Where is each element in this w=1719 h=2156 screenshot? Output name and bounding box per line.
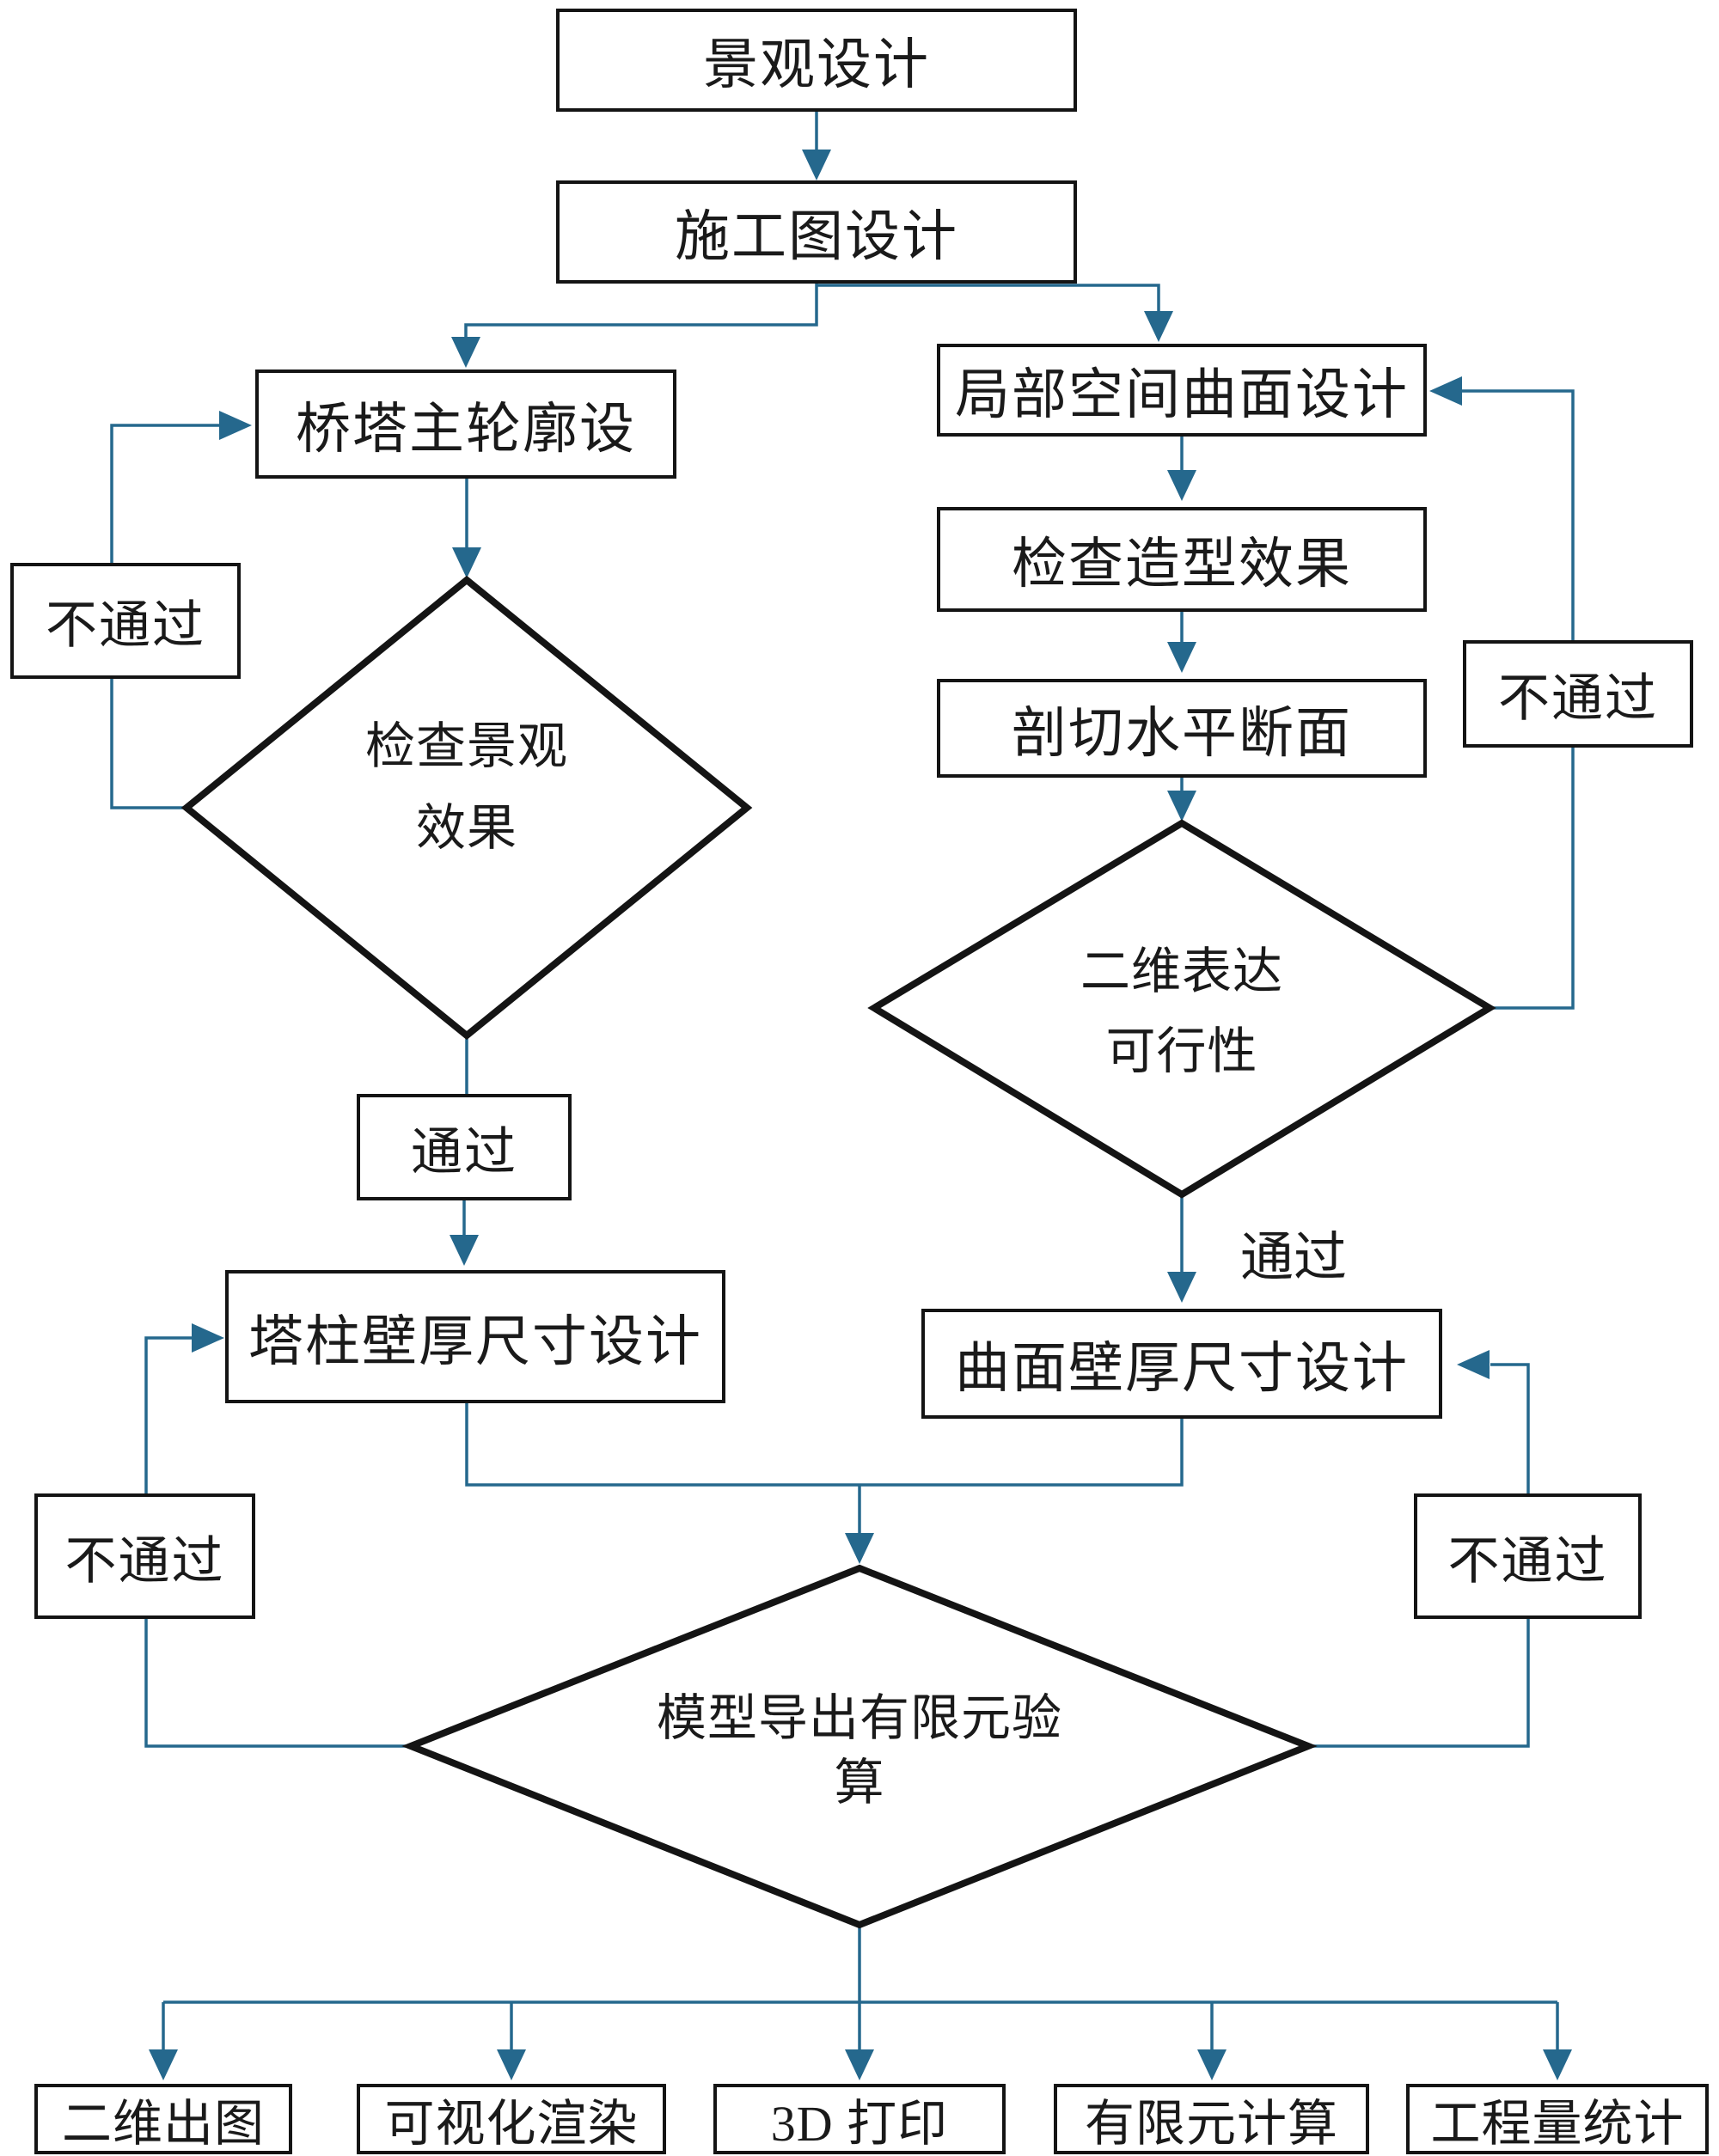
arrowhead-down-icon: [1144, 311, 1173, 342]
arrowhead-down-icon: [802, 150, 831, 180]
arrowhead-down-icon: [1197, 2049, 1227, 2080]
arrowhead-left-icon: [1457, 1350, 1490, 1379]
arrowhead-down-icon: [450, 1235, 479, 1266]
node-fail-bottom-left: 不通过: [34, 1493, 255, 1619]
node-fail-bottom-right: 不通过: [1414, 1493, 1642, 1619]
arrowhead-down-icon: [149, 2049, 178, 2080]
node-fail-top-right: 不通过: [1463, 640, 1693, 748]
node-tower-outline: 桥塔主轮廓设: [255, 370, 676, 479]
node-output-2d-drawing: 二维出图: [34, 2084, 292, 2154]
arrowhead-down-icon: [1543, 2049, 1572, 2080]
node-output-fem-calc: 有限元计算: [1054, 2084, 1369, 2154]
arrowhead-down-icon: [452, 547, 481, 578]
arrowhead-down-icon: [1167, 642, 1196, 673]
node-construction-drawing: 施工图设计: [556, 180, 1077, 284]
diamond-fem-verification-label-line2: 算: [834, 1755, 885, 1811]
arrowhead-down-icon: [497, 2049, 526, 2080]
edge-towerwall-to-fem: [465, 1403, 860, 1487]
node-local-surface-design: 局部空间曲面设计: [937, 344, 1427, 437]
diamond-check-landscape-label-line1: 检查景观: [364, 718, 568, 774]
node-surface-wall-design: 曲面壁厚尺寸设计: [921, 1309, 1442, 1419]
diamond-fem-verification: [401, 1564, 1318, 1929]
arrowhead-down-icon: [1167, 1272, 1196, 1303]
diamond-2d-feasibility-label-line1: 二维表达: [1080, 944, 1283, 999]
node-output-quantity-stat: 工程量统计: [1406, 2084, 1709, 2154]
diamond-check-landscape: [180, 575, 753, 1041]
diamond-fem-verification-label-line1: 模型导出有限元验: [656, 1690, 1062, 1746]
node-output-3d-print: 3D 打印: [713, 2084, 1006, 2154]
edge-construction-to-surface: [817, 284, 1160, 313]
diamond-2d-feasibility-label-line2: 可行性: [1105, 1023, 1258, 1079]
node-tower-wall-design: 塔柱壁厚尺寸设计: [225, 1270, 725, 1403]
arrowhead-down-icon: [451, 337, 480, 368]
node-section-horizontal-cut: 剖切水平断面: [937, 679, 1427, 778]
diamond-check-landscape-label-line2: 效果: [415, 800, 517, 856]
node-check-shape-effect: 检查造型效果: [937, 507, 1427, 612]
node-pass-left: 通过: [357, 1094, 572, 1200]
node-fail-top-left: 不通过: [10, 563, 241, 679]
arrowhead-down-icon: [1167, 791, 1196, 821]
node-landscape-design: 景观设计: [556, 9, 1077, 112]
arrowhead-right-icon: [219, 411, 252, 440]
diamond-2d-feasibility: [867, 819, 1496, 1199]
arrowhead-down-icon: [845, 1533, 874, 1564]
node-output-visual-render: 可视化渲染: [357, 2084, 666, 2154]
edge-surfacewall-to-fem: [860, 1419, 1184, 1487]
arrowhead-down-icon: [845, 2049, 874, 2080]
arrowhead-right-icon: [192, 1323, 224, 1353]
arrowhead-left-icon: [1429, 376, 1462, 406]
label-pass-right: 通过: [1239, 1229, 1347, 1287]
arrowhead-down-icon: [1167, 470, 1196, 501]
edge-construction-to-outline: [464, 284, 818, 339]
